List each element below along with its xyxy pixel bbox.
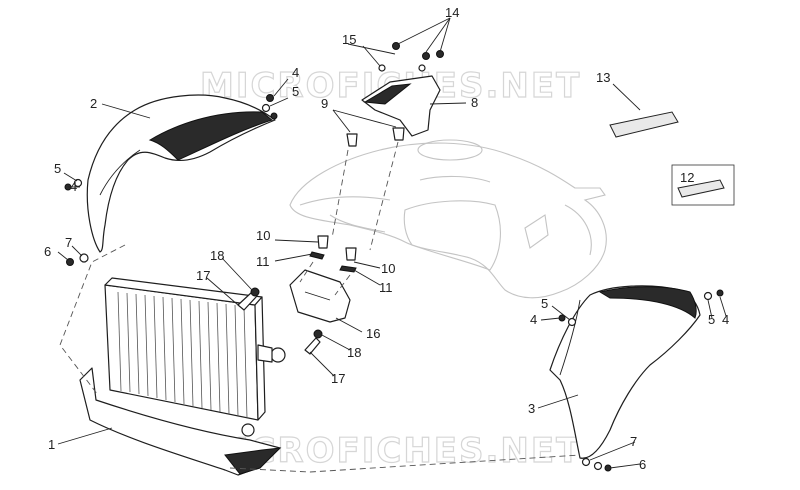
part-12-box xyxy=(671,164,735,206)
callout-14: 14 xyxy=(445,5,459,20)
right-lower-fairing xyxy=(549,285,701,459)
callout-15: 15 xyxy=(342,32,356,47)
left-upper-fairing xyxy=(86,94,276,253)
radiator-lower-cover xyxy=(79,367,282,476)
callout-5-right-inner: 5 xyxy=(541,296,548,311)
callout-1: 1 xyxy=(48,437,55,452)
callout-13: 13 xyxy=(596,70,610,85)
fuel-tank-outline xyxy=(289,139,607,299)
callout-7-right: 7 xyxy=(630,434,637,449)
callout-6-right: 6 xyxy=(639,457,646,472)
callout-18-lower: 18 xyxy=(347,345,361,360)
callout-5-left: 5 xyxy=(54,161,61,176)
callout-9: 9 xyxy=(321,96,328,111)
callout-11-left: 11 xyxy=(256,254,270,269)
radiator-fins xyxy=(117,291,248,419)
callout-4-right-outer: 4 xyxy=(722,312,729,327)
callout-5-top: 5 xyxy=(292,84,299,99)
callout-labels: 1 2 3 4 4 4 4 5 5 5 5 6 6 7 7 8 9 10 10 … xyxy=(44,5,729,472)
callout-10-right: 10 xyxy=(381,261,395,276)
leader-lines xyxy=(57,17,727,469)
callout-5-right-outer: 5 xyxy=(708,312,715,327)
assembly-guides xyxy=(59,141,581,473)
bracket-8 xyxy=(361,75,441,137)
callout-3: 3 xyxy=(528,401,535,416)
callout-10-left: 10 xyxy=(256,228,270,243)
callout-8: 8 xyxy=(471,95,478,110)
callout-6-left: 6 xyxy=(44,244,51,259)
callout-4-right-inner: 4 xyxy=(530,312,537,327)
callout-16: 16 xyxy=(366,326,380,341)
callout-11-right: 11 xyxy=(379,280,393,295)
bracket-16 xyxy=(289,269,351,323)
part-13-strip xyxy=(609,111,679,138)
radiator xyxy=(104,277,286,437)
callout-17-lower: 17 xyxy=(331,371,345,386)
callout-2: 2 xyxy=(90,96,97,111)
callout-4-left: 4 xyxy=(70,179,77,194)
callout-12: 12 xyxy=(680,170,694,185)
fasteners xyxy=(64,42,724,472)
callout-4-top: 4 xyxy=(292,65,299,80)
callout-7-left: 7 xyxy=(65,235,72,250)
callout-17-upper: 17 xyxy=(196,268,210,283)
callout-18-upper: 18 xyxy=(210,248,224,263)
